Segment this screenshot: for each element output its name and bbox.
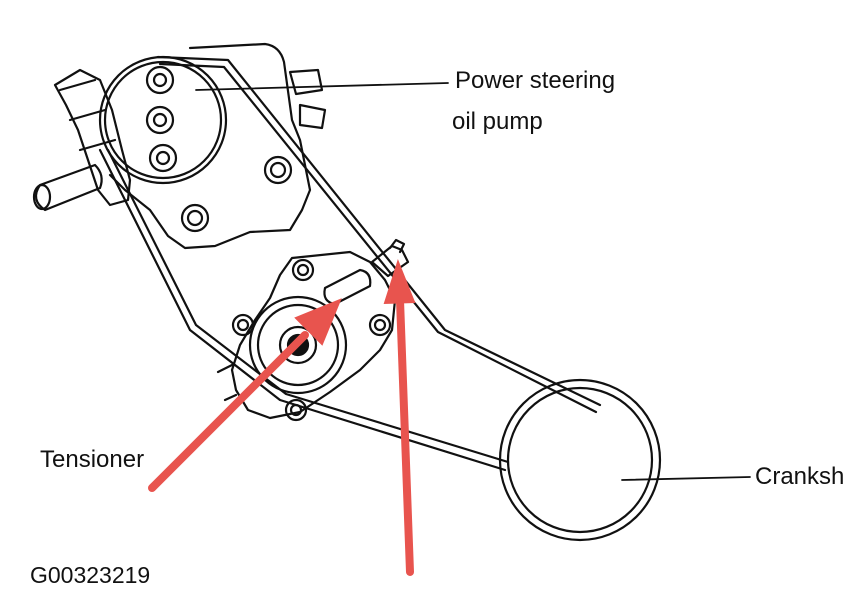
figure-code: G00323219 <box>30 562 151 588</box>
crankshaft-label: Cranksh <box>755 463 845 490</box>
power-steering-label-line2: oil pump <box>452 108 543 135</box>
pump-housing <box>108 42 312 250</box>
pump-fitting <box>34 163 103 212</box>
leader-power-steering <box>195 82 449 91</box>
adjusting-bolt <box>370 244 410 278</box>
crankshaft-pulley <box>498 378 662 542</box>
arrow-bolt-shaft <box>396 296 414 576</box>
tensioner-label: Tensioner <box>40 446 145 473</box>
pump-bolt-2 <box>180 203 210 233</box>
power-steering-label-line1: Power steering <box>455 67 616 94</box>
arrow-tensioner-head <box>294 298 342 346</box>
arrow-tensioner-shaft <box>148 331 309 492</box>
leader-crankshaft <box>621 476 751 481</box>
arrow-bolt-head <box>383 259 416 305</box>
mount-plate <box>53 68 132 207</box>
pump-bolt-1 <box>263 155 293 185</box>
drive-belt <box>156 55 602 407</box>
tensioner-pulley <box>248 295 348 395</box>
